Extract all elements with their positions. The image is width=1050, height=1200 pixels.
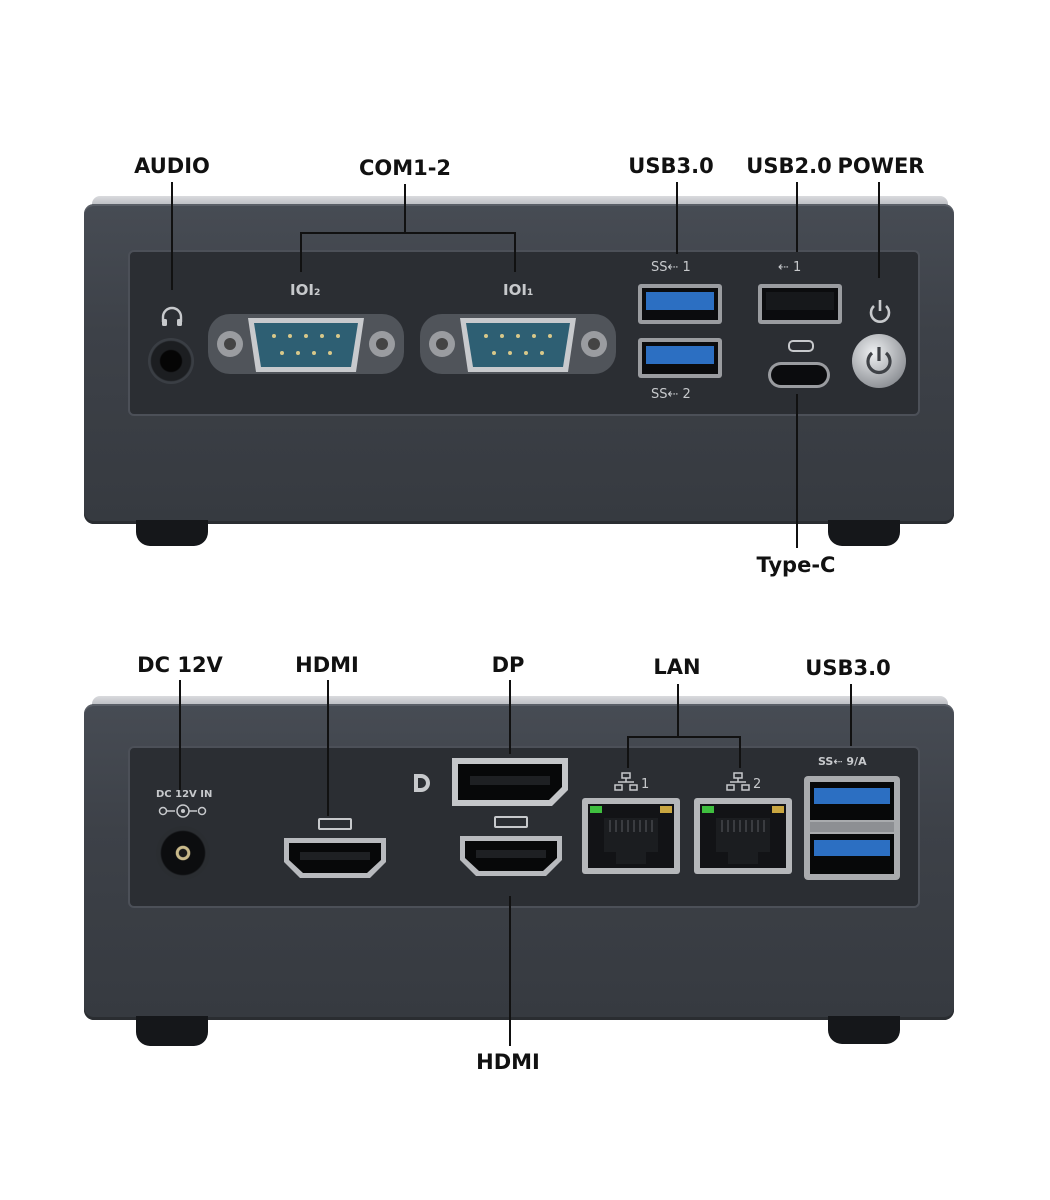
power-button[interactable] <box>852 334 906 388</box>
com2-port[interactable] <box>206 308 406 385</box>
usb3-rear-stack <box>804 776 900 880</box>
rear-foot-left <box>136 1016 208 1046</box>
line-audio <box>171 182 173 290</box>
line-com-bar <box>300 232 516 234</box>
lan-port-2[interactable] <box>694 798 792 879</box>
line-hdmi-top <box>327 680 329 816</box>
usb3-blue-tongue <box>814 840 890 856</box>
usb3-rear-port-2[interactable] <box>810 834 894 874</box>
usb2-port-inner <box>762 288 838 320</box>
line-com-stem <box>404 184 406 234</box>
rear-foot-right <box>828 1016 900 1044</box>
usb3-front-port-1[interactable] <box>638 284 722 324</box>
line-lan-bar <box>627 736 741 738</box>
usb3-blue-tongue <box>646 292 714 310</box>
displayport-icon <box>412 772 432 799</box>
line-hdmi-bottom <box>509 896 511 1046</box>
usb2-mark: ⇠ 1 <box>778 260 802 275</box>
label-lan: LAN <box>653 655 701 679</box>
network-icon <box>614 772 638 797</box>
line-lan-left <box>627 736 629 768</box>
lan2-mark: 2 <box>753 777 762 792</box>
displayport-port[interactable] <box>450 756 570 813</box>
line-usb3-front <box>676 182 678 254</box>
label-usb3-rear: USB3.0 <box>805 656 891 680</box>
audio-jack[interactable] <box>148 338 194 384</box>
com1-port[interactable] <box>418 308 618 385</box>
label-dc: DC 12V <box>137 653 223 677</box>
line-usb2 <box>796 182 798 252</box>
network-icon <box>726 772 750 797</box>
label-com: COM1-2 <box>358 156 452 180</box>
line-usb3-rear <box>850 684 852 746</box>
lan1-mark: 1 <box>641 777 650 792</box>
usb3-front-mark-bottom: SS⇠ 2 <box>651 387 691 402</box>
usb2-port[interactable] <box>758 284 842 324</box>
hdmi-icon <box>318 818 352 830</box>
usb3-rear-divider <box>810 822 894 832</box>
label-hdmi-bottom: HDMI <box>476 1050 540 1074</box>
lan-port-1[interactable] <box>582 798 680 879</box>
usb3-blue-tongue <box>646 346 714 364</box>
power-icon <box>868 298 892 329</box>
usb3-front-port-1-tongue <box>642 288 718 320</box>
line-com-right <box>514 232 516 272</box>
usb3-rear-mark: SS⇠ 9/A <box>818 755 867 768</box>
headphone-icon <box>160 306 184 333</box>
line-lan-stem <box>677 684 679 738</box>
hdmi-icon <box>494 816 528 828</box>
label-usb3-front: USB3.0 <box>628 154 714 178</box>
power-button-icon <box>866 347 892 375</box>
label-power: POWER <box>837 154 925 178</box>
label-usb2: USB2.0 <box>746 154 832 178</box>
line-typec <box>796 394 798 548</box>
front-foot-left <box>136 520 208 546</box>
line-lan-right <box>739 736 741 768</box>
usb3-front-port-2-tongue <box>642 342 718 374</box>
typec-port[interactable] <box>768 362 830 388</box>
usb2-tongue <box>766 292 834 310</box>
hdmi-port-1[interactable] <box>282 836 388 885</box>
com2-mark: IOI₂ <box>290 281 321 299</box>
typec-icon <box>788 340 814 352</box>
label-typec: Type-C <box>756 553 836 577</box>
dc-in-mark: DC 12V IN <box>156 789 213 800</box>
label-audio: AUDIO <box>134 154 210 178</box>
usb3-rear-port-1[interactable] <box>810 782 894 820</box>
label-dp: DP <box>491 653 525 677</box>
line-power <box>878 182 880 278</box>
line-dp <box>509 680 511 754</box>
typec-port-inner <box>771 365 827 385</box>
dc-polarity-icon <box>158 804 208 823</box>
label-hdmi-top: HDMI <box>295 653 359 677</box>
usb3-front-port-2[interactable] <box>638 338 722 378</box>
front-foot-right <box>828 520 900 546</box>
usb3-blue-tongue <box>814 788 890 804</box>
usb3-front-mark-top: SS⇠ 1 <box>651 260 691 275</box>
dc-power-jack[interactable] <box>156 826 210 880</box>
line-dc <box>179 680 181 790</box>
com1-mark: IOI₁ <box>503 281 534 299</box>
hdmi-port-2[interactable] <box>458 834 564 883</box>
line-com-left <box>300 232 302 272</box>
